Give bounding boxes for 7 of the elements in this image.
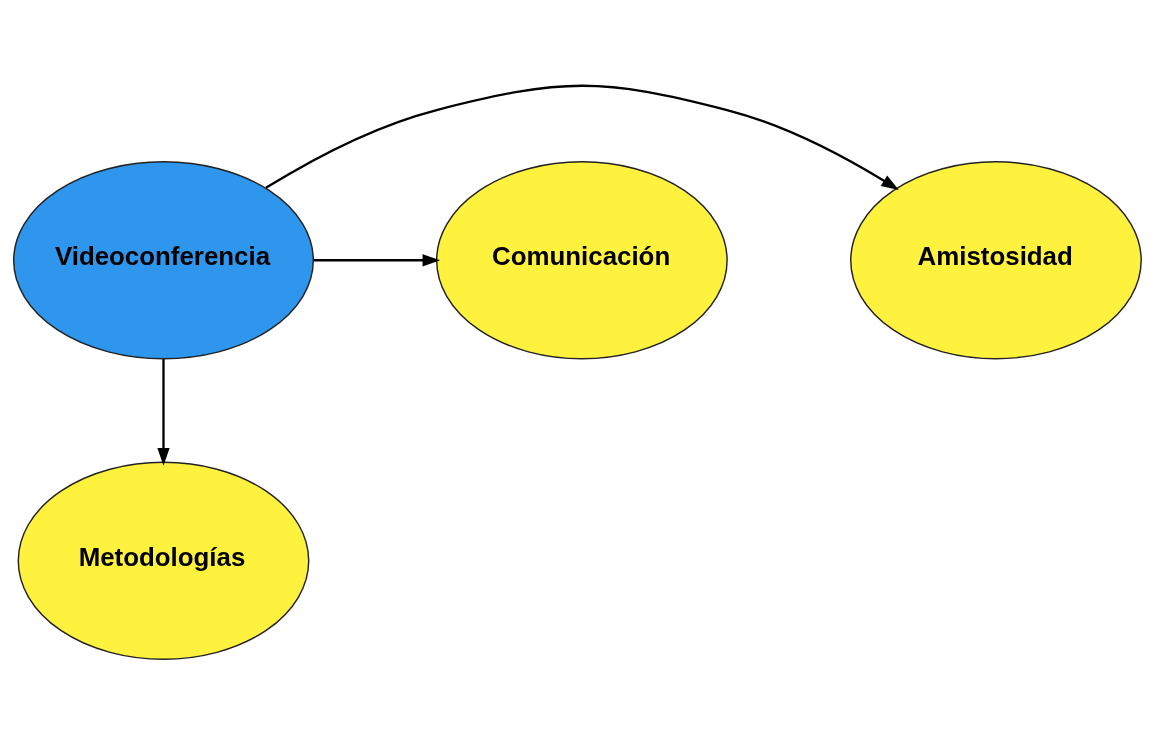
arrow xyxy=(157,358,170,466)
arrow xyxy=(265,84,899,190)
arrow xyxy=(313,253,441,266)
node-ellipse: Amistosidad xyxy=(850,160,1142,359)
node-ellipse: Videoconferencia xyxy=(12,160,315,359)
node-ellipse: Comunicación xyxy=(435,160,728,359)
node-ellipse: Metodologías xyxy=(17,461,310,660)
